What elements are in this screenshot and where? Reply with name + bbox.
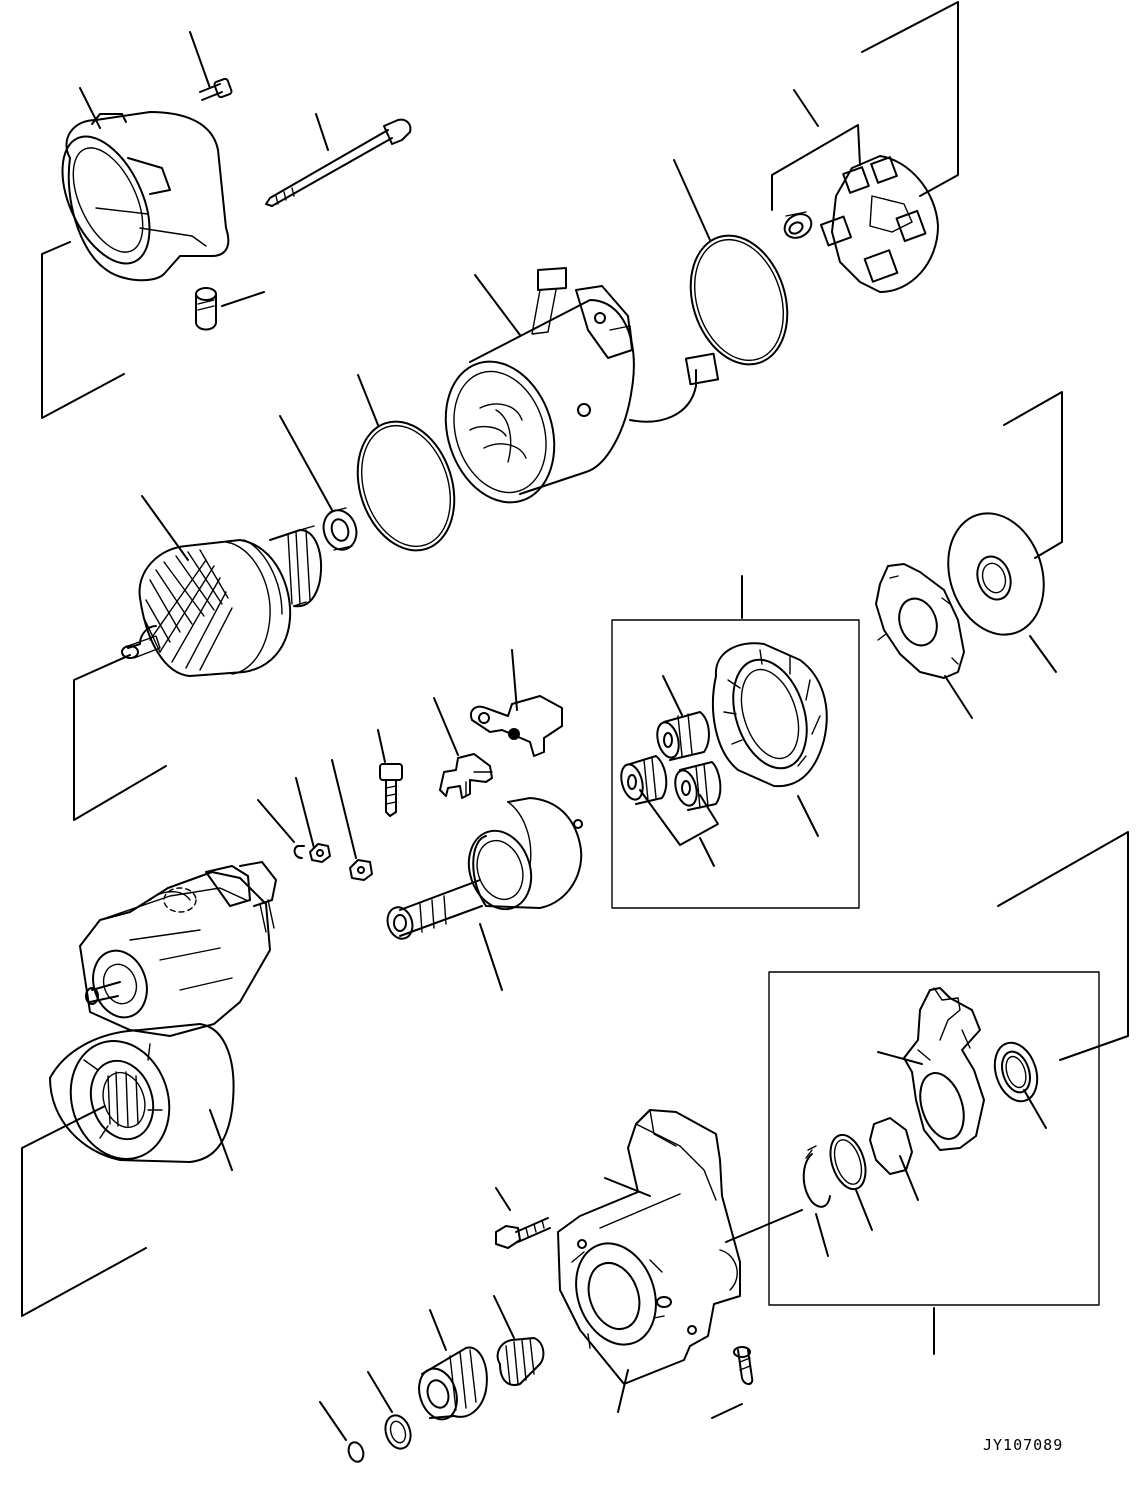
snap-ring-small [347,1441,365,1463]
leader-lines [21,1,1129,1441]
drawing-id-label: JY107089 [983,1436,1064,1454]
rear-bushing [195,287,217,331]
o-ring-rear [689,234,789,366]
bracket-pin [733,1346,754,1385]
armature [121,525,322,677]
bracket-bolt [495,1217,551,1249]
clutch-roller-2 [620,755,668,805]
pinion-gear [418,1346,488,1421]
thrust-plate [869,1117,913,1175]
pinion-shaft-gear [386,797,583,940]
hex-nut [349,859,373,881]
hex-bolt [379,763,403,817]
flat-washer [947,512,1045,636]
stay-bracket [439,753,493,799]
shift-lever-group-box [768,971,1100,1306]
through-bolt [265,118,412,207]
top-screw [199,77,233,101]
o-ring-front [356,420,456,552]
brush-spring [783,211,813,239]
clutch-roller-group-box [611,619,860,909]
snap-ring [802,1145,831,1208]
shift-lever [903,987,985,1151]
terminal-bracket [470,695,563,757]
clutch-outer-ring [711,642,828,788]
oil-seal [993,1041,1039,1103]
armature-bearing [322,507,358,551]
yoke-field-frame [444,267,720,504]
stop-ring [384,1414,412,1450]
retaining-clip [293,845,305,859]
thrust-washer [829,1133,867,1191]
clutch-roller-1 [656,711,710,761]
clutch-plate [875,563,965,679]
brush-holder-assembly [819,155,939,293]
front-drive-housing [49,1023,235,1163]
magnetic-switch-housing [79,861,277,1037]
rear-end-bracket [61,111,230,282]
return-spring [496,1337,545,1386]
front-bracket [557,1109,741,1385]
clutch-roller-3 [674,761,722,811]
small-nut [309,843,331,863]
